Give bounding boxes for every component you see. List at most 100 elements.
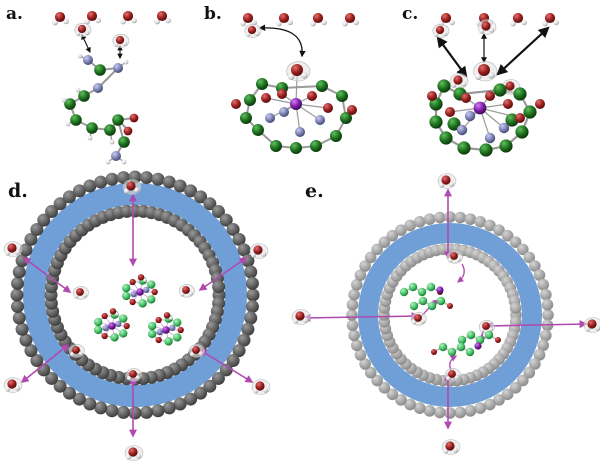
hydrogen-atom xyxy=(449,19,455,26)
lipid-headgroup xyxy=(529,358,541,370)
hydrogen-atom xyxy=(108,312,112,317)
lipid-headgroup xyxy=(53,197,67,211)
gadolinium-atom xyxy=(162,326,170,334)
lipid-headgroup xyxy=(484,398,496,411)
lipid-headgroup xyxy=(72,184,86,198)
oxygen-atom xyxy=(231,99,241,109)
carbon-atom xyxy=(515,125,529,139)
lipid-headgroup xyxy=(116,405,130,419)
nitrogen-atom xyxy=(295,127,305,137)
exchange-arrows xyxy=(20,24,588,438)
hydrogen-atom xyxy=(442,448,449,454)
hydrogen-atom xyxy=(109,139,115,145)
hydrogen-atom xyxy=(77,53,83,59)
lipid-headgroup xyxy=(364,366,377,379)
lipid-headgroup xyxy=(454,406,467,419)
lipid-headgroup xyxy=(62,386,76,400)
hydrogen-atom xyxy=(479,328,485,333)
hydrogen-atom xyxy=(262,387,269,393)
hydrogen-atom xyxy=(252,388,259,394)
carbon-atom xyxy=(173,333,182,342)
nitrogen-atom xyxy=(111,151,121,161)
lipid-headgroup xyxy=(162,175,176,189)
lipid-headgroup xyxy=(203,379,217,393)
oxygen-atom xyxy=(177,326,184,334)
hydrogen-atom xyxy=(287,73,295,80)
oxygen-atom xyxy=(128,447,138,457)
lipid-headgroup xyxy=(244,311,258,325)
lipid-headgroup xyxy=(404,398,416,411)
oxygen-atom xyxy=(122,10,134,22)
lipid-headgroup xyxy=(105,172,119,186)
carbon-atom xyxy=(484,330,494,340)
hydrogen-atom xyxy=(310,20,316,27)
hydrogen-atom xyxy=(456,257,461,262)
lipid-headgroup xyxy=(19,243,33,257)
oxygen-atom xyxy=(485,91,495,101)
carbon-atom xyxy=(457,335,467,345)
hydrogen-atom xyxy=(84,18,90,25)
hydrogen-atom xyxy=(302,317,309,323)
oxygen-atom xyxy=(323,103,333,113)
lipid-headgroup xyxy=(433,211,446,224)
carbon-atom xyxy=(429,115,443,129)
lipid-headgroup xyxy=(151,172,165,186)
carbon-atom xyxy=(270,140,282,152)
lipid-headgroup xyxy=(37,213,51,227)
lipid-headgroup xyxy=(194,386,208,400)
panel-label-a: a. xyxy=(6,4,23,24)
oxygen-atom xyxy=(192,346,200,354)
lipid-headgroup xyxy=(517,374,529,387)
hydrogen-atom xyxy=(123,59,129,65)
lipid-headgroup xyxy=(45,205,59,219)
carbon-atom xyxy=(399,287,409,297)
exchange-arrow xyxy=(484,320,588,330)
lipid-headgroup xyxy=(484,219,496,232)
lipid-headgroup xyxy=(371,374,383,387)
hydrogen-atom xyxy=(65,121,71,127)
carbon-atom xyxy=(121,283,131,293)
lipid-headgroup xyxy=(12,265,26,279)
lipid-headgroup xyxy=(11,300,25,314)
hydrogen-atom xyxy=(478,28,485,34)
lipid-headgroup xyxy=(62,190,76,204)
lipid-headgroup xyxy=(246,288,260,302)
carbon-atom xyxy=(119,329,128,338)
oxygen-atom xyxy=(101,332,108,340)
carbon-atom xyxy=(147,321,157,331)
carbon-atom xyxy=(138,299,147,308)
oxygen-atom xyxy=(155,336,162,344)
gadolinium-atom xyxy=(473,101,487,115)
oxygen-atom xyxy=(445,441,455,451)
carbon-atom xyxy=(64,98,76,110)
lipid-headgroup xyxy=(423,213,436,225)
hydrogen-atom xyxy=(445,376,451,381)
lipid-headgroup xyxy=(11,276,25,290)
hydrogen-atom xyxy=(438,182,445,188)
hydrogen-atom xyxy=(123,188,130,194)
hydrogen-atom xyxy=(113,42,119,47)
nitrogen-atom xyxy=(498,122,510,134)
oxygen-atom xyxy=(253,245,263,255)
hydrogen-atom xyxy=(14,249,21,255)
lipid-headgroup xyxy=(15,322,29,336)
lipid-headgroup xyxy=(173,397,187,411)
hydrogen-atom xyxy=(245,32,251,37)
oxygen-atom xyxy=(109,308,117,315)
lipid-headgroup xyxy=(30,222,44,236)
lipid-headgroup xyxy=(354,269,367,281)
hydrogen-atom xyxy=(73,294,79,299)
carbon-atom xyxy=(340,112,352,124)
lipid-headgroup xyxy=(444,407,456,419)
lipid-headgroup xyxy=(173,179,187,193)
lipid-headgroup xyxy=(346,309,358,321)
oxygen-atom xyxy=(101,312,108,320)
lipid-headgroup xyxy=(94,401,108,415)
lipid-headgroup xyxy=(433,406,446,419)
oxygen-atom xyxy=(503,99,513,109)
hydrogen-atom xyxy=(61,97,67,103)
hydrogen-atom xyxy=(584,326,591,332)
carbon-atom xyxy=(310,140,322,152)
oxygen-atom xyxy=(242,12,254,24)
oxygen-atom xyxy=(544,12,556,24)
